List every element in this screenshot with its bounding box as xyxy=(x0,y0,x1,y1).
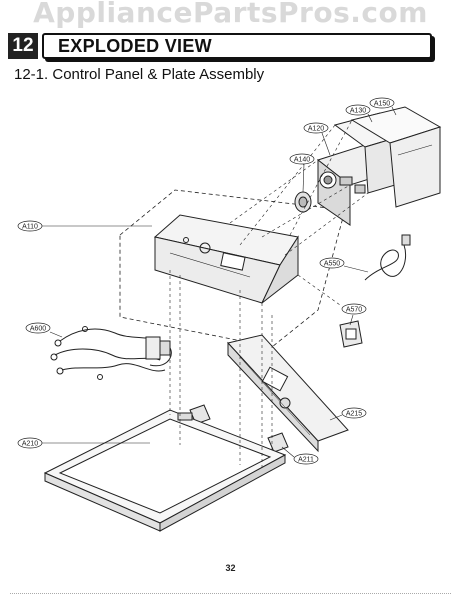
callout-a130: A130 xyxy=(345,104,371,116)
svg-text:A150: A150 xyxy=(374,101,390,108)
callout-a210: A210 xyxy=(17,437,43,449)
section-title-box: EXPLODED VIEW xyxy=(42,33,432,59)
svg-text:A210: A210 xyxy=(22,441,38,448)
callout-a110: A110 xyxy=(17,220,43,232)
power-cord xyxy=(364,234,411,281)
svg-text:A215: A215 xyxy=(346,411,362,418)
callout-a570: A570 xyxy=(341,303,367,315)
callout-a120: A120 xyxy=(303,122,329,134)
control-panel-housing xyxy=(153,214,299,304)
section-header: 12 EXPLODED VIEW xyxy=(8,33,432,59)
wire-harness xyxy=(50,326,172,380)
svg-text:A550: A550 xyxy=(324,261,340,268)
rear-plate xyxy=(227,334,349,453)
svg-text:A140: A140 xyxy=(294,157,310,164)
exploded-view-diagram: A130 A150 A120 A140 A110 A550 A570 A600 xyxy=(17,97,442,532)
callout-labels: A130 A150 A120 A140 A110 A550 A570 A600 xyxy=(17,97,395,465)
callout-a600: A600 xyxy=(25,322,51,334)
chapter-number-badge: 12 xyxy=(8,33,38,59)
top-plate xyxy=(43,409,287,532)
svg-text:A110: A110 xyxy=(22,224,38,231)
svg-text:A570: A570 xyxy=(346,307,362,314)
callout-a215: A215 xyxy=(341,407,367,419)
svg-text:A211: A211 xyxy=(298,457,314,464)
page-number: 32 xyxy=(225,563,236,573)
callout-leaders xyxy=(42,106,397,458)
bracket-a570 xyxy=(339,320,363,348)
control-panel-group-outline xyxy=(119,189,346,348)
watermark-text: AppliancePartsPros.com xyxy=(33,0,428,29)
callout-a140: A140 xyxy=(289,153,315,165)
footer-divider xyxy=(10,593,451,594)
svg-text:A600: A600 xyxy=(30,326,46,333)
callout-a550: A550 xyxy=(319,257,345,269)
svg-text:A120: A120 xyxy=(308,126,324,133)
subsection-title: 12-1. Control Panel & Plate Assembly xyxy=(14,66,265,83)
callout-a150: A150 xyxy=(369,97,395,109)
callout-a211: A211 xyxy=(293,453,319,465)
section-title: EXPLODED VIEW xyxy=(58,36,212,56)
control-cover-assembly xyxy=(333,106,442,208)
svg-text:A130: A130 xyxy=(350,108,366,115)
assembly-guide-lines xyxy=(169,119,369,470)
